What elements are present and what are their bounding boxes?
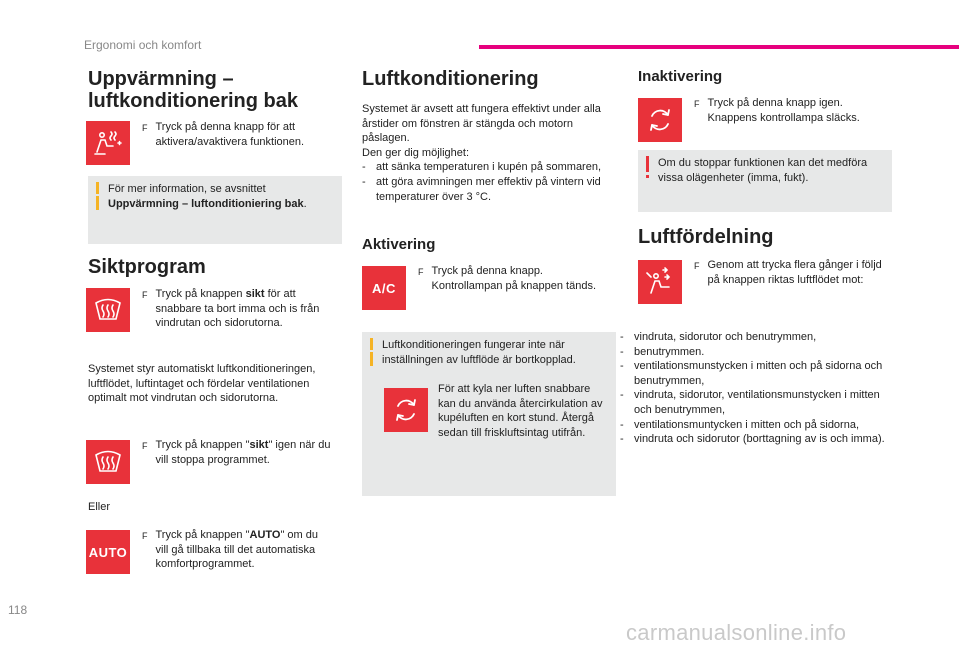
sikt-stop-bullet: F Tryck på knappen "sikt" igen när du vi… xyxy=(142,439,331,466)
sikt-bullet: F Tryck på knappen sikt för att snabbare… xyxy=(142,288,320,330)
sikt-title: Siktprogram xyxy=(88,256,206,278)
info-icon xyxy=(370,338,373,350)
inaktivering-title: Inaktivering xyxy=(638,68,723,85)
list-item: ventilationsmunstycken i mitten och på s… xyxy=(620,359,892,388)
aktivering-title: Aktivering xyxy=(362,236,436,253)
ac-title: Luftkonditionering xyxy=(362,68,539,90)
ac-item: att göra avimningen mer effektiv på vint… xyxy=(362,175,618,204)
recirculation-icon xyxy=(384,388,428,432)
list-item: vindruta, sidorutor, ventilationsmunstyc… xyxy=(620,388,892,417)
fordelning-title: Luftfördelning xyxy=(638,226,774,248)
section-accent-bar xyxy=(479,45,959,49)
eller-text: Eller xyxy=(88,501,111,513)
defrost-icon xyxy=(86,288,130,332)
aktivering-bullet: F Tryck på denna knapp. Kontrollampan på… xyxy=(418,265,597,292)
rear-climate-icon xyxy=(86,121,130,165)
rear-info-box: För mer information, se avsnittet Uppvär… xyxy=(88,176,342,244)
ac-icon: A/C xyxy=(362,266,406,310)
list-item: benutrymmen. xyxy=(620,345,892,360)
ac-paragraph: Systemet är avsett att fungera effektivt… xyxy=(362,102,618,204)
info-icon xyxy=(96,182,99,194)
auto-icon: AUTO xyxy=(86,530,130,574)
ac-item: att sänka temperaturen i kupén på sommar… xyxy=(362,160,618,175)
page-number: 118 xyxy=(8,603,28,617)
air-distribution-icon xyxy=(638,260,682,304)
fordelning-list: vindruta, sidorutor och benutrymmen, ben… xyxy=(620,330,892,447)
auto-bullet: F Tryck på knappen "AUTO" om du vill gå … xyxy=(142,529,319,571)
list-item: vindruta, sidorutor och benutrymmen, xyxy=(620,330,892,345)
warning-icon xyxy=(646,156,649,172)
rear-climate-title: Uppvärmning – luftkonditionering bak xyxy=(88,68,298,112)
sikt-paragraph: Systemet styr automatiskt luftkonditione… xyxy=(88,363,316,405)
defrost-stop-icon xyxy=(86,440,130,484)
list-item: ventilationsmuntycken i mitten och på si… xyxy=(620,418,892,433)
list-item: vindruta och sidorutor (borttagning av i… xyxy=(620,432,892,447)
ac-info-box: Luftkonditioneringen fungerar inte när i… xyxy=(362,332,616,496)
rear-climate-bullet: F Tryck på denna knapp för att aktivera/… xyxy=(142,121,305,148)
fordelning-bullet: F Genom att trycka flera gånger i följd … xyxy=(694,259,882,286)
section-label: Ergonomi och komfort xyxy=(84,38,202,52)
recirculation-off-icon xyxy=(638,98,682,142)
watermark: carmanualsonline.info xyxy=(626,620,847,645)
inaktivering-bullet: F Tryck på denna knapp igen. Knappens ko… xyxy=(694,97,860,124)
warning-box: Om du stoppar funktionen kan det medföra… xyxy=(638,150,892,212)
